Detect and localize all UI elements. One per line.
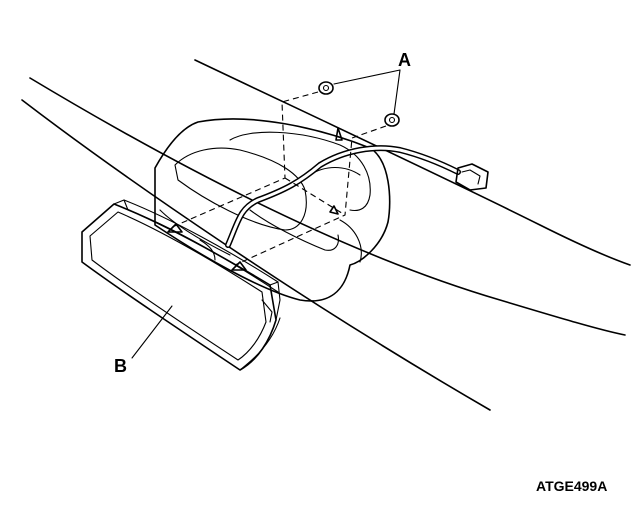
figure-code: ATGE499A [536,478,607,494]
lamp-studs [167,223,247,271]
wire-harness [225,145,461,248]
studs [329,127,343,215]
label-part-a: A [398,50,411,70]
nut-lower [384,113,400,127]
nut-upper [318,81,334,95]
connector [455,163,489,191]
label-part-b: B [114,356,127,376]
body-panel [21,59,631,411]
lamp-assembly [81,199,281,371]
leader-lines [131,69,401,359]
alignment-lines [169,91,387,266]
